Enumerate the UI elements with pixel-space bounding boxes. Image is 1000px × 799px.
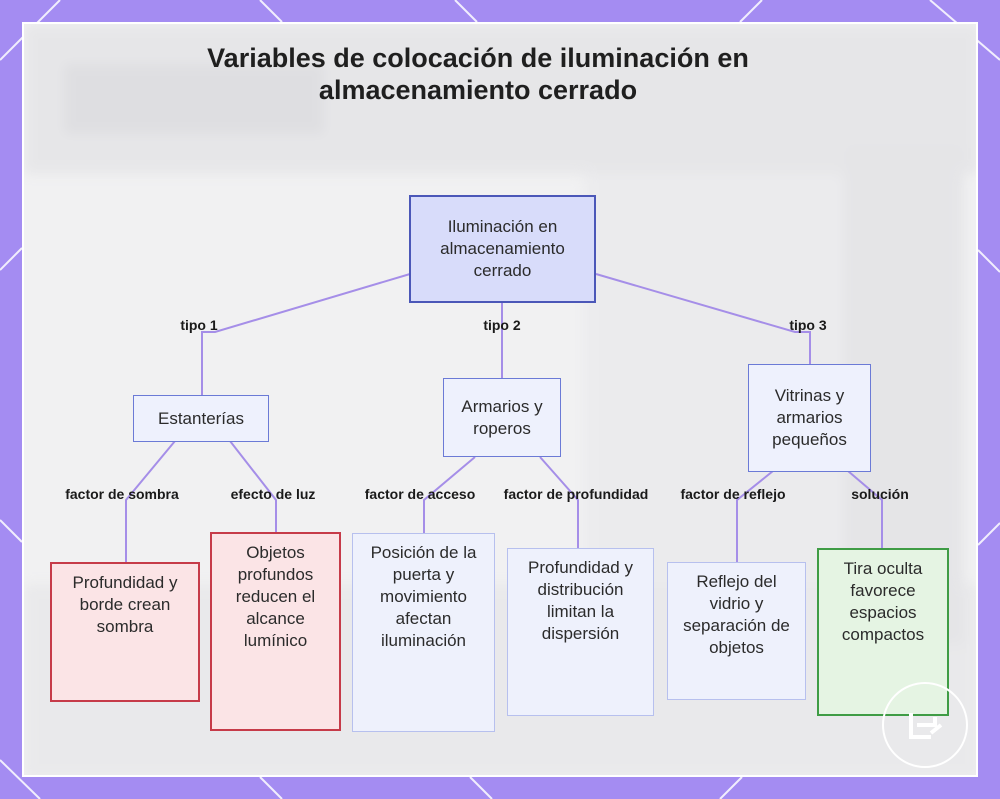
edge-vitrinas-solucion [847, 470, 883, 548]
edge-label-factor-acceso: factor de acceso [364, 486, 476, 502]
edge-armarios-acceso [423, 456, 476, 533]
edge-label-solucion: solución [851, 486, 909, 502]
edge-label-factor-reflejo: factor de reflejo [680, 486, 786, 502]
edge-root-tipo1 [201, 273, 411, 395]
edge-estanterias-sombra [125, 440, 176, 562]
edge-root-tipo3 [595, 273, 811, 364]
node-objetos-profundos-label: Objetos profundos reducen el alcance lum… [235, 543, 316, 650]
corner-arrow-logo-icon [882, 682, 968, 768]
node-objetos-profundos: Objetos profundos reducen el alcance lum… [210, 532, 341, 731]
edge-label-tipo-3: tipo 3 [789, 317, 827, 333]
node-root-label: Iluminación en almacenamiento cerrado [440, 217, 565, 280]
diagram-title: Variables de colocación de iluminación e… [207, 43, 749, 105]
edge-label-factor-sombra: factor de sombra [65, 486, 179, 502]
node-tira-oculta-label: Tira oculta favorece espacios compactos [841, 559, 925, 644]
edge-estanterias-luz [229, 440, 277, 532]
node-tira-oculta: Tira oculta favorece espacios compactos [817, 548, 949, 716]
node-vitrinas-label: Vitrinas y armarios pequeños [772, 386, 847, 449]
node-posicion-puerta: Posición de la puerta y movimiento afect… [352, 533, 495, 732]
edge-vitrinas-reflejo [736, 470, 774, 562]
node-profundidad-distribucion-label: Profundidad y distribución limitan la di… [528, 558, 633, 643]
edge-armarios-profundidad [539, 456, 579, 548]
node-armarios-roperos-label: Armarios y roperos [461, 396, 543, 438]
node-profundidad-borde: Profundidad y borde crean sombra [50, 562, 200, 702]
node-armarios-roperos: Armarios y roperos [443, 378, 561, 457]
edge-label-efecto-luz: efecto de luz [230, 486, 316, 502]
node-vitrinas: Vitrinas y armarios pequeños [748, 364, 871, 472]
node-posicion-puerta-label: Posición de la puerta y movimiento afect… [370, 543, 477, 650]
node-reflejo-vidrio: Reflejo del vidrio y separación de objet… [667, 562, 806, 700]
node-root: Iluminación en almacenamiento cerrado [409, 195, 596, 303]
node-estanterias: Estanterías [133, 395, 269, 442]
node-profundidad-borde-label: Profundidad y borde crean sombra [72, 573, 178, 636]
node-reflejo-vidrio-label: Reflejo del vidrio y separación de objet… [683, 572, 790, 657]
edge-label-tipo-1: tipo 1 [180, 317, 218, 333]
node-profundidad-distribucion: Profundidad y distribución limitan la di… [507, 548, 654, 716]
edge-label-factor-profundidad: factor de profundidad [503, 486, 649, 502]
node-estanterias-label: Estanterías [158, 408, 244, 428]
edge-label-tipo-2: tipo 2 [483, 317, 521, 333]
